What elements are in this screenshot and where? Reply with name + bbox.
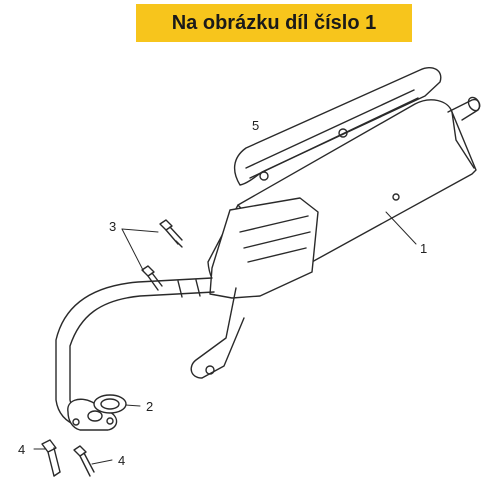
stud-bottom: [73, 445, 95, 477]
bolt-upper: [159, 219, 183, 248]
leader-lines: [33, 211, 417, 465]
callout-3: 3: [109, 219, 116, 234]
gasket: [93, 394, 127, 414]
heat-shield: [233, 66, 442, 186]
stud-left: [41, 439, 61, 477]
callout-5: 5: [252, 118, 259, 133]
callout-2: 2: [146, 399, 153, 414]
callout-4b: 4: [118, 453, 125, 468]
title-banner: Na obrázku díl číslo 1: [136, 4, 412, 42]
exhaust-flange: [67, 398, 118, 431]
mounting-bracket: [190, 197, 319, 379]
page-title: Na obrázku díl číslo 1: [171, 11, 377, 34]
bolt-lower: [141, 265, 163, 291]
callout-1: 1: [420, 241, 427, 256]
callout-4a: 4: [18, 442, 25, 457]
